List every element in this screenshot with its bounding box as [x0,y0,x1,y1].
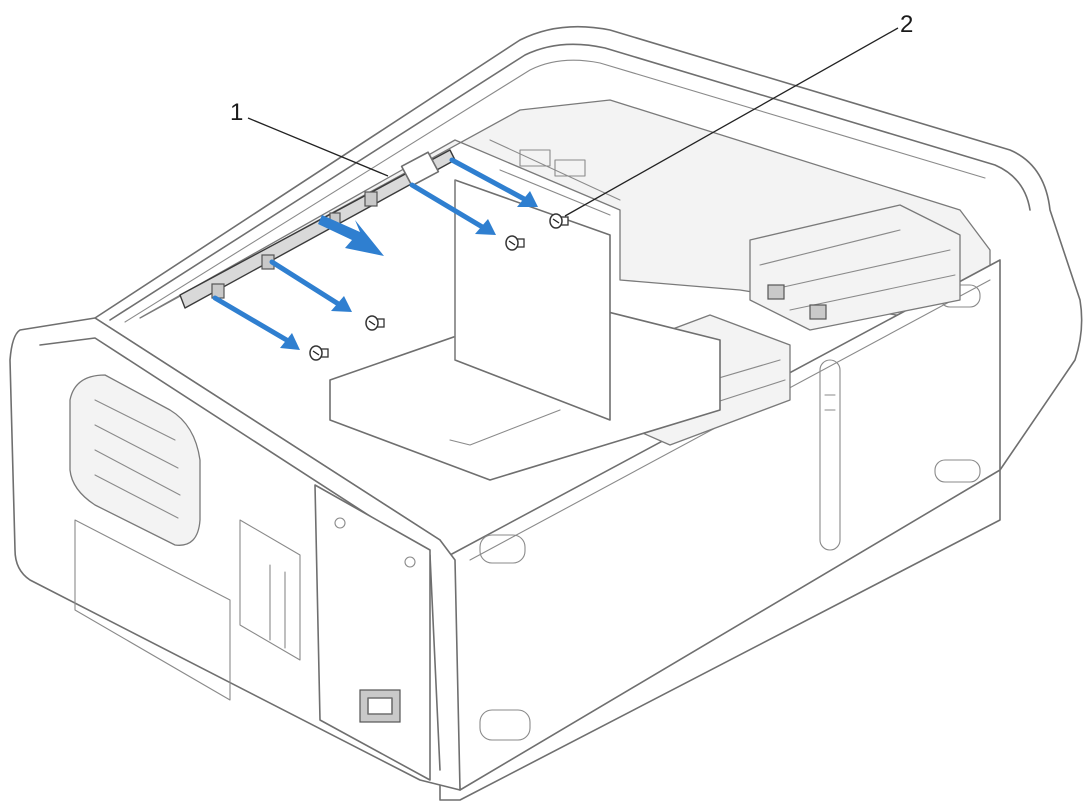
screw-icon [309,345,329,361]
callout-2-label: 2 [900,11,913,38]
screw-icon [505,235,525,251]
callout-1-label: 1 [230,99,243,126]
callout-1: 1 [230,99,389,177]
computer-chassis [9,25,1083,801]
screws [309,213,569,361]
callout-2: 2 [564,11,913,217]
callout-1-leader [247,117,389,177]
arrow-board-removal [318,215,384,256]
arrow-screw-4 [449,157,538,207]
screw-icon [549,213,569,229]
removal-arrows [212,157,538,350]
arrow-screw-3 [409,182,496,235]
arrow-screw-2 [269,259,352,312]
arrow-screw-1 [212,295,300,350]
callout-2-leader [564,27,899,217]
drive-cage-upper [749,204,961,331]
screw-icon [365,315,385,331]
